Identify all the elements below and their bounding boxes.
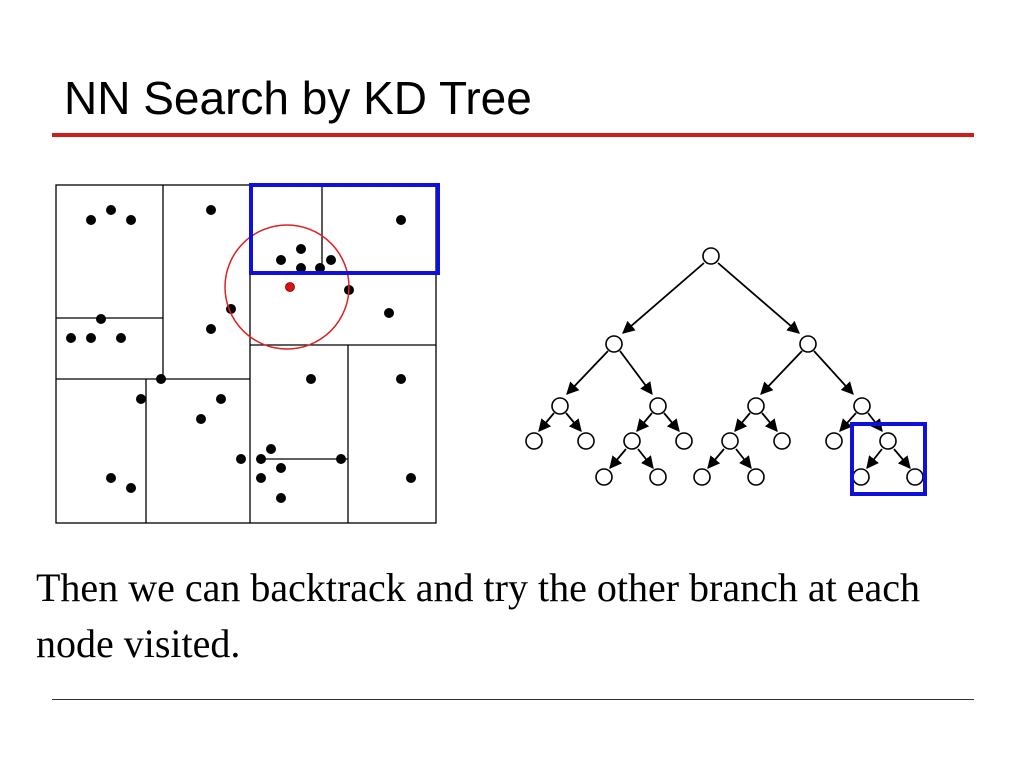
data-point (196, 414, 206, 424)
data-point (406, 473, 416, 483)
tree-edge (893, 448, 911, 469)
kd-tree-edges (538, 262, 911, 469)
data-point (96, 314, 106, 324)
tree-node (649, 468, 667, 486)
tree-edge (538, 412, 555, 432)
data-point (396, 215, 406, 225)
data-point (156, 374, 166, 384)
data-point (336, 454, 346, 464)
tree-node (906, 468, 924, 486)
data-points (66, 205, 416, 503)
tree-edge (839, 412, 857, 432)
tree-node (675, 432, 693, 450)
tree-node (551, 397, 569, 415)
tree-edge (866, 448, 883, 469)
tree-node (721, 432, 739, 450)
tree-edge (622, 262, 705, 334)
data-point (86, 333, 96, 343)
tree-node (693, 468, 711, 486)
tree-node (825, 432, 843, 450)
tree-node (747, 397, 765, 415)
tree-edge (636, 412, 653, 432)
data-point (296, 244, 306, 254)
data-point (136, 394, 146, 404)
tree-edge (813, 350, 854, 395)
slide-title: NN Search by KD Tree (64, 72, 532, 124)
query-point (285, 282, 295, 292)
data-point (256, 454, 266, 464)
data-point (106, 473, 116, 483)
data-point (256, 473, 266, 483)
tree-edge (761, 412, 778, 432)
tree-node (747, 468, 765, 486)
search-radius-circle (224, 224, 350, 350)
tree-node (649, 397, 667, 415)
tree-edge (565, 412, 582, 432)
partition-outer-border (55, 184, 437, 524)
data-point (66, 333, 76, 343)
tree-node (525, 432, 543, 450)
tree-node (605, 335, 623, 353)
tree-edge (637, 448, 654, 469)
footer-divider (52, 699, 974, 700)
kd-tree-nodes (525, 247, 924, 486)
tree-edge (735, 448, 752, 469)
data-point (206, 324, 216, 334)
data-point (296, 263, 306, 273)
tree-edge (609, 448, 627, 469)
data-point (116, 333, 126, 343)
highlighted-subtree-box (850, 422, 927, 496)
data-point (384, 308, 394, 318)
data-point (216, 394, 226, 404)
data-point (276, 493, 286, 503)
data-point (126, 483, 136, 493)
tree-node (702, 247, 720, 265)
tree-edge (566, 350, 609, 395)
data-point (86, 215, 96, 225)
data-point (315, 263, 325, 273)
data-point (276, 463, 286, 473)
data-point (396, 374, 406, 384)
tree-node (799, 335, 817, 353)
tree-node (853, 397, 871, 415)
tree-edge (663, 412, 680, 432)
tree-node (879, 432, 897, 450)
tree-node (773, 432, 791, 450)
slide-caption: Then we can backtrack and try the other … (36, 565, 920, 666)
tree-node (577, 432, 595, 450)
data-point (266, 444, 276, 454)
tree-node (852, 468, 870, 486)
data-point (106, 205, 116, 215)
data-point (306, 374, 316, 384)
data-point (126, 215, 136, 225)
tree-edge (619, 350, 653, 396)
space-partition (55, 184, 437, 524)
tree-edge (734, 412, 751, 432)
data-point (276, 255, 286, 265)
tree-node (595, 468, 613, 486)
tree-node (623, 432, 641, 450)
data-point (326, 255, 336, 265)
tree-edge (707, 448, 725, 469)
tree-edge (717, 262, 800, 334)
tree-edge (760, 350, 803, 395)
data-point (236, 454, 246, 464)
title-underline (52, 133, 974, 137)
data-point (206, 205, 216, 215)
highlighted-cell-box (249, 183, 440, 275)
